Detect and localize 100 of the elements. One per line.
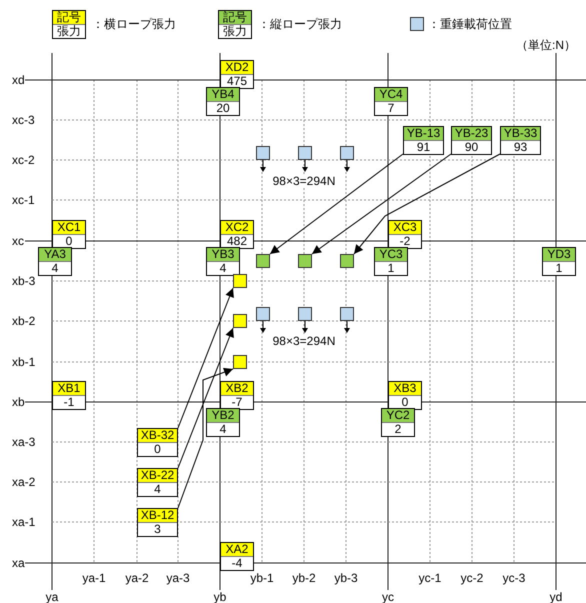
marker-square (233, 314, 247, 328)
axis-label: xc-3 (12, 113, 35, 127)
axis-label: yb-2 (292, 571, 316, 585)
axis-label: yc-2 (460, 571, 484, 585)
tension-box (374, 247, 408, 276)
tension-value: 4 (154, 482, 161, 496)
unit-note: （単位:N） (516, 38, 576, 52)
tension-box (403, 126, 444, 155)
axis-label: xa-3 (12, 435, 36, 449)
tension-box (52, 381, 86, 410)
marker-square (233, 355, 247, 369)
marker-square (256, 254, 270, 268)
legend-symbol: 記号 (57, 10, 81, 24)
tension-box (500, 126, 541, 155)
tension-box (206, 408, 240, 437)
marker-square (256, 146, 270, 160)
marker-square (340, 146, 354, 160)
axis-label: yc-3 (502, 571, 526, 585)
marker-square (340, 307, 354, 321)
tension-value: -4 (232, 556, 242, 570)
axis-label: xb-3 (12, 274, 36, 288)
marker-square (340, 254, 354, 268)
legend-text: ：縦ロープ張力 (258, 17, 342, 31)
marker-square (298, 254, 312, 268)
rope-symbol: XA2 (226, 542, 248, 556)
rope-symbol: XB-22 (140, 468, 174, 482)
legend-text: ：重錘載荷位置 (428, 17, 512, 31)
tension-value: 7 (388, 101, 394, 115)
tension-box (388, 381, 422, 410)
axis-label: xc-2 (12, 153, 35, 167)
tension-value: 93 (514, 140, 528, 154)
tension-value: 2 (394, 422, 402, 436)
tension-box (137, 508, 178, 537)
tension-value: 4 (52, 261, 58, 275)
load-note: 98×3=294N (272, 334, 336, 348)
axis-label: xc-1 (12, 193, 35, 207)
rope-symbol: YB3 (212, 247, 234, 261)
rope-symbol: YC3 (379, 247, 403, 261)
rope-symbol: XB1 (58, 381, 80, 395)
tension-value: -7 (232, 395, 242, 409)
legend-symbol: 記号 (223, 10, 247, 24)
tension-value: 4 (220, 422, 226, 436)
tension-box (388, 220, 422, 249)
rope-symbol: XC1 (57, 220, 81, 234)
axis-label: yc-1 (418, 571, 442, 585)
tension-value: -2 (400, 234, 410, 248)
tension-box (220, 381, 254, 410)
tension-value: 91 (416, 140, 430, 154)
tension-box (52, 220, 86, 249)
rope-symbol: XB-32 (140, 428, 174, 442)
legend-text: ：横ロープ張力 (92, 17, 176, 31)
arrow (270, 154, 404, 254)
rope-symbol: YC2 (386, 408, 410, 422)
axis-label: xc (12, 234, 24, 248)
tension-value: 1 (556, 261, 562, 275)
axis-label: xa-1 (12, 515, 36, 529)
rope-symbol: XC2 (225, 220, 249, 234)
axis-label: xb-2 (12, 314, 36, 328)
tension-box (220, 60, 254, 89)
axis-label: xb (12, 395, 25, 409)
tension-box (451, 126, 492, 155)
tension-box (206, 87, 240, 116)
rope-symbol: YB2 (212, 408, 234, 422)
rope-symbol: YA3 (44, 247, 66, 261)
marker-square (233, 274, 247, 288)
axis-label: ya-2 (125, 571, 149, 585)
axis-label: ya-1 (82, 571, 106, 585)
arrow (178, 368, 234, 508)
arrow (178, 328, 234, 468)
tension-value: 90 (464, 140, 478, 154)
rope-symbol: XD2 (225, 60, 249, 74)
arrow (312, 154, 452, 254)
rope-symbol: XB-12 (140, 508, 174, 522)
rope-symbol: YB-13 (406, 126, 440, 140)
axis-label: yb-1 (250, 571, 274, 585)
load-note: 98×3=294N (272, 174, 336, 188)
tension-box (542, 247, 576, 276)
rope-symbol: XB3 (394, 381, 416, 395)
tension-value: 4 (220, 261, 226, 275)
rope-symbol: YC4 (379, 87, 403, 101)
axis-label: ya-3 (166, 571, 190, 585)
tension-box (206, 247, 240, 276)
axis-label: xa-2 (12, 475, 36, 489)
tension-box (374, 87, 408, 116)
tension-box (137, 468, 178, 497)
tension-box (381, 408, 415, 437)
axis-label: xb-1 (12, 355, 36, 369)
legend-value: 張力 (57, 24, 81, 38)
tension-value: -1 (64, 395, 74, 409)
tension-box (220, 542, 254, 571)
arrow (354, 154, 500, 254)
tension-value: 1 (388, 261, 394, 275)
rope-symbol: XC3 (393, 220, 417, 234)
tension-box (137, 428, 178, 457)
marker-square (298, 146, 312, 160)
tension-value: 482 (226, 234, 248, 248)
axis-label: xa (12, 556, 25, 570)
axis-label: xd (12, 73, 25, 87)
tension-value: 3 (154, 522, 161, 536)
tension-value: 0 (66, 234, 72, 248)
